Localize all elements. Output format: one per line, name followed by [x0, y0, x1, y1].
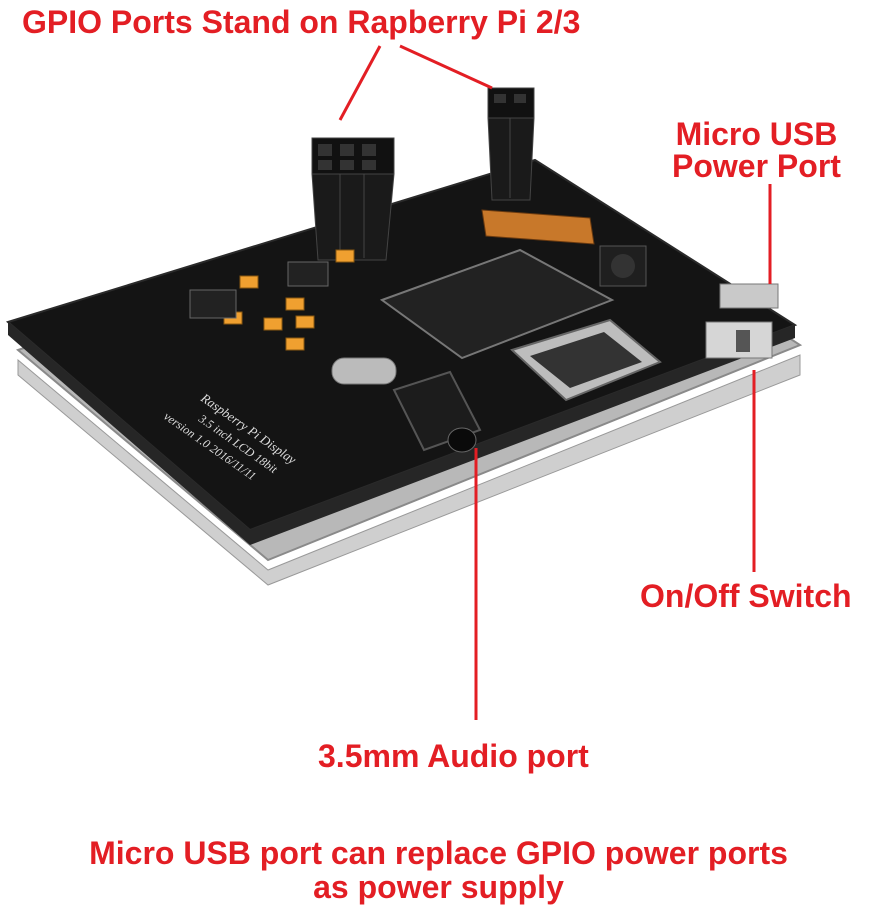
gpio-pointer-right — [399, 44, 493, 90]
main-chip — [379, 248, 615, 360]
gpio-pointer-left — [338, 45, 382, 121]
metal-frame-edge — [17, 354, 801, 586]
caption-line1: Micro USB port can replace GPIO power po… — [89, 835, 788, 871]
crystal — [331, 357, 397, 385]
micro-usb-label-line1: Micro USB — [675, 116, 838, 152]
gpio-header-large — [311, 137, 395, 261]
micro-usb-label-line2: Power Port — [672, 148, 841, 184]
micro-usb-label: Micro USB Power Port — [672, 118, 841, 182]
micro-usb-port — [719, 283, 779, 309]
gpio-header-small — [487, 87, 535, 201]
gpio-label: GPIO Ports Stand on Rapberry Pi 2/3 — [22, 4, 581, 40]
regulator-chip-2 — [287, 261, 329, 287]
regulator-chip — [189, 289, 237, 319]
on-off-switch-label: On/Off Switch — [640, 578, 852, 614]
audio-port-label: 3.5mm Audio port — [318, 738, 589, 774]
fpc-connector — [481, 209, 595, 245]
caption-line2: as power supply — [313, 869, 564, 905]
caption: Micro USB port can replace GPIO power po… — [0, 836, 877, 904]
smd-components — [223, 249, 355, 351]
